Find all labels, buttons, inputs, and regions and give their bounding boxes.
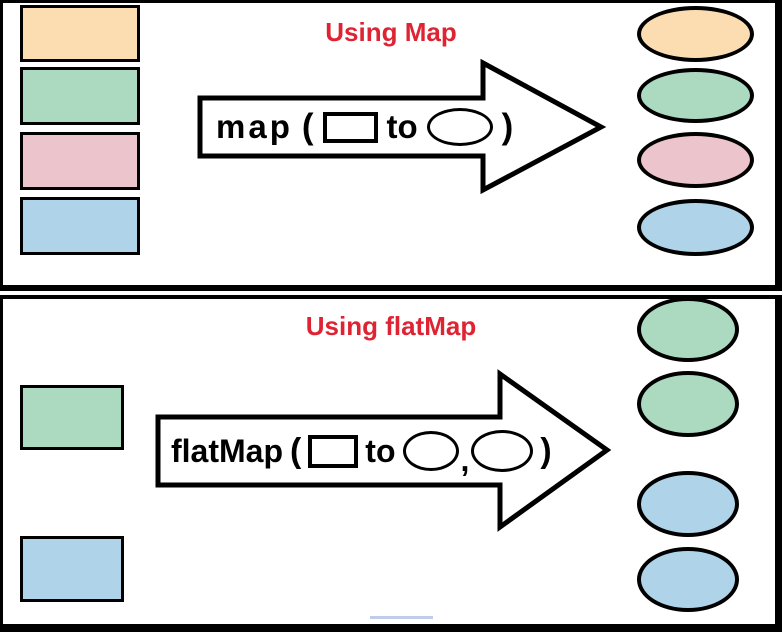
flatmap-to-word: to	[365, 432, 396, 469]
map-output-oval-3	[637, 132, 754, 188]
flatmap-output-oval-2	[637, 371, 739, 437]
map-arrow-label: map ( to )	[216, 98, 513, 156]
map-input-box-4	[20, 197, 140, 255]
stray-underline-artifact	[370, 616, 433, 619]
flatmap-result-oval-icon-1	[402, 431, 459, 471]
map-open-paren: (	[301, 107, 314, 146]
map-panel-title: Using Map	[325, 17, 457, 47]
map-output-oval-4	[637, 199, 754, 256]
map-output-oval-2	[637, 68, 754, 123]
map-input-box-1	[20, 5, 140, 62]
flatmap-input-box-1	[20, 385, 124, 450]
map-input-box-2	[20, 67, 140, 125]
flatmap-output-oval-1	[637, 297, 739, 362]
flatmap-source-box-icon	[308, 434, 359, 468]
map-close-paren: )	[501, 107, 514, 146]
flatmap-function-name: flatMap	[171, 432, 283, 469]
map-source-box-icon	[322, 111, 378, 143]
flatmap-output-oval-4	[637, 547, 739, 612]
flatmap-input-box-2	[20, 536, 124, 602]
map-to-word: to	[386, 108, 418, 145]
flatmap-open-paren: (	[290, 431, 302, 470]
flatmap-arrow-label: flatMap ( to , )	[171, 417, 552, 485]
map-result-oval-icon	[426, 108, 493, 146]
flatmap-output-oval-3	[637, 471, 739, 537]
map-function-name: map	[216, 108, 293, 145]
flatmap-comma: ,	[460, 441, 470, 478]
map-input-box-3	[20, 132, 140, 190]
map-output-oval-1	[637, 6, 754, 62]
flatmap-panel-title: Using flatMap	[305, 311, 477, 341]
flatmap-arrow-icon	[155, 369, 612, 532]
flatmap-result-oval-icon-2	[471, 430, 534, 472]
flatmap-close-paren: )	[540, 431, 552, 470]
map-arrow-icon	[197, 58, 607, 195]
